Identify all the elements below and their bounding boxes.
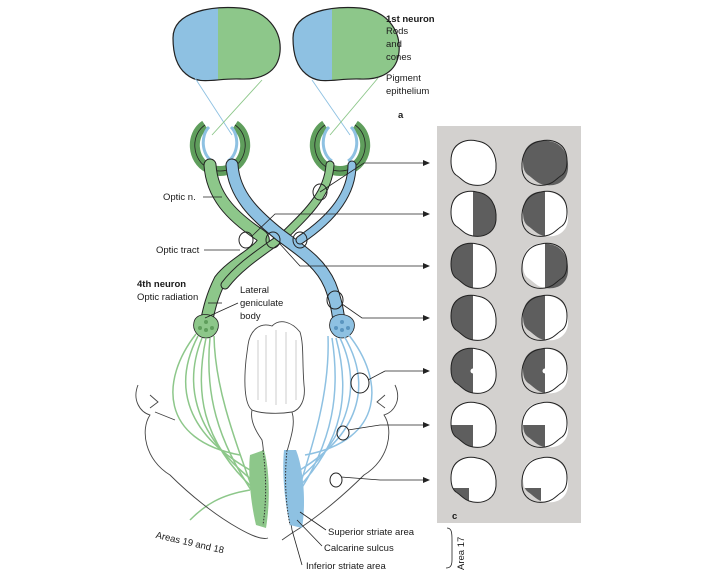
label-geniculate: geniculate [240,298,284,309]
label-cones: cones [386,52,412,63]
light-rays [194,77,379,136]
calcarine-area [249,449,304,528]
visual-field-3-right [521,242,569,289]
label-fourth-neuron: 4th neuron [137,279,187,290]
label-optic-nerve: Optic n. [163,192,196,203]
label-lateral: Lateral [240,285,270,296]
label-epithelium: epithelium [386,86,430,97]
label-first-neuron: 1st neuron [386,14,435,25]
lateral-geniculate-left [193,314,219,339]
label-optic-tract: Optic tract [156,245,200,256]
optic-radiation-left [172,333,261,521]
optic-radiation-right [291,333,373,511]
label-calcarine: Calcarine sulcus [324,543,394,554]
visual-field-4-right [521,294,569,341]
bottom-leaders [291,511,453,569]
label-body: body [240,311,261,322]
label-optic-radiation: Optic radiation [137,292,199,303]
label-superior-striate: Superior striate area [328,527,415,538]
lateral-geniculate-right [329,314,355,339]
right-retina [309,120,371,176]
label-inferior-striate: Inferior striate area [306,561,386,572]
arrow-heads [423,160,430,483]
visual-field-defects [450,139,569,503]
visual-field-3-left [450,242,497,289]
label-area-17: Area 17 [456,536,467,570]
left-eye [173,7,281,81]
label-panel-c: c [452,511,458,522]
leader-lines [203,162,425,481]
optic-pathway [198,158,357,335]
label-panel-a: a [398,110,404,121]
label-rods: Rods [386,26,409,37]
label-pigment: Pigment [386,73,421,84]
label-and: and [386,39,402,50]
lesion-markers [238,183,370,488]
